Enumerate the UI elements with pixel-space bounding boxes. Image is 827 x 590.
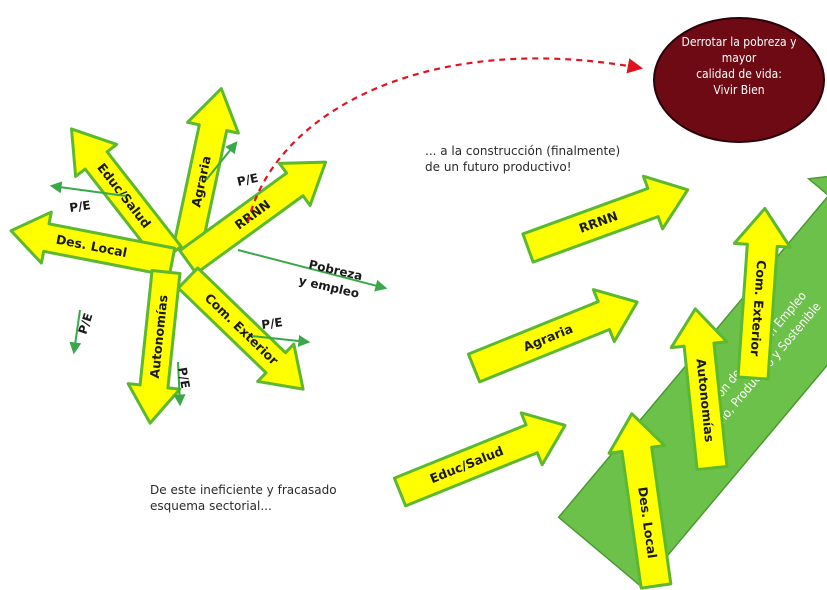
new-arrow-des-local: Des. Local xyxy=(607,412,673,590)
old-arrow-agraria: Agraria xyxy=(171,87,240,255)
transition-dashed-arrow xyxy=(246,57,644,223)
new-label-com-exterior: Com. Exterior xyxy=(747,260,769,358)
old-arrow-des-local: Des. Local xyxy=(9,210,177,278)
pe-arrow-agraria xyxy=(205,141,238,181)
pe-arrow-des-local xyxy=(69,309,82,355)
transition-note: ... a la construcción (finalmente) de un… xyxy=(425,143,620,175)
pe-label-autonomias: P/E xyxy=(175,366,192,389)
pe-label-agraria: P/E xyxy=(236,171,260,189)
transition-note-line1: ... a la construcción (finalmente) xyxy=(425,144,621,158)
goal-ellipse: Derrotar la pobreza y mayor calidad de v… xyxy=(653,17,825,143)
new-arrow-autonomias: Autonomías xyxy=(669,307,729,472)
pe-label-educ-salud: P/E xyxy=(68,198,91,215)
old-arrow-autonomias: Autonomías xyxy=(126,269,182,425)
pobreza-empleo-arrow xyxy=(237,249,388,292)
old-scheme: Agraria Educ/Salud RRNN Des. Local Auton… xyxy=(9,87,388,425)
pe-arrow-autonomias xyxy=(173,361,186,407)
pe-label-des-local: P/E xyxy=(76,311,96,336)
old-scheme-note-line1: De este ineficiente y fracasado xyxy=(150,483,337,497)
pe-label-com-exterior: P/E xyxy=(260,315,283,332)
old-scheme-note-line2: esquema sectorial... xyxy=(150,499,272,513)
main-value-arrow: Creación de Valor con Empleo digno, Prod… xyxy=(557,164,827,588)
pe-arrow-educ-salud xyxy=(49,181,127,197)
new-arrow-rrnn: RRNN xyxy=(521,174,690,264)
transition-note-line2: de un futuro productivo! xyxy=(425,160,572,174)
old-scheme-note: De este ineficiente y fracasado esquema … xyxy=(150,482,337,514)
goal-line3: Vivir Bien xyxy=(713,83,765,97)
new-arrow-agraria: Agraria xyxy=(466,288,639,384)
new-scheme: Creación de Valor con Empleo digno, Prod… xyxy=(392,164,827,590)
new-arrow-educ-salud: Educ/Salud xyxy=(392,411,567,508)
goal-line2: calidad de vida: xyxy=(696,67,782,81)
old-arrow-rrnn: RRNN xyxy=(178,160,328,275)
new-arrow-com-exterior: Com. Exterior xyxy=(732,206,792,381)
goal-line1: Derrotar la pobreza y mayor xyxy=(681,35,797,65)
pe-arrow-com-exterior xyxy=(251,335,311,347)
